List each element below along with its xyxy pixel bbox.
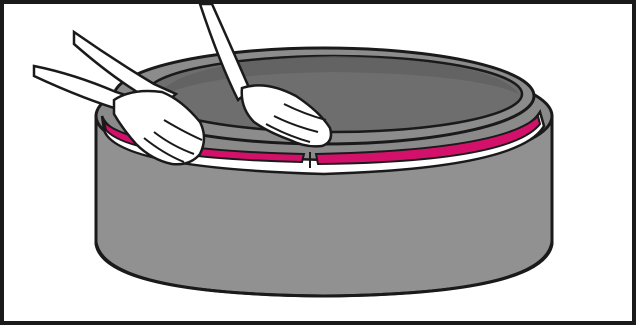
installation-illustration	[4, 4, 636, 329]
